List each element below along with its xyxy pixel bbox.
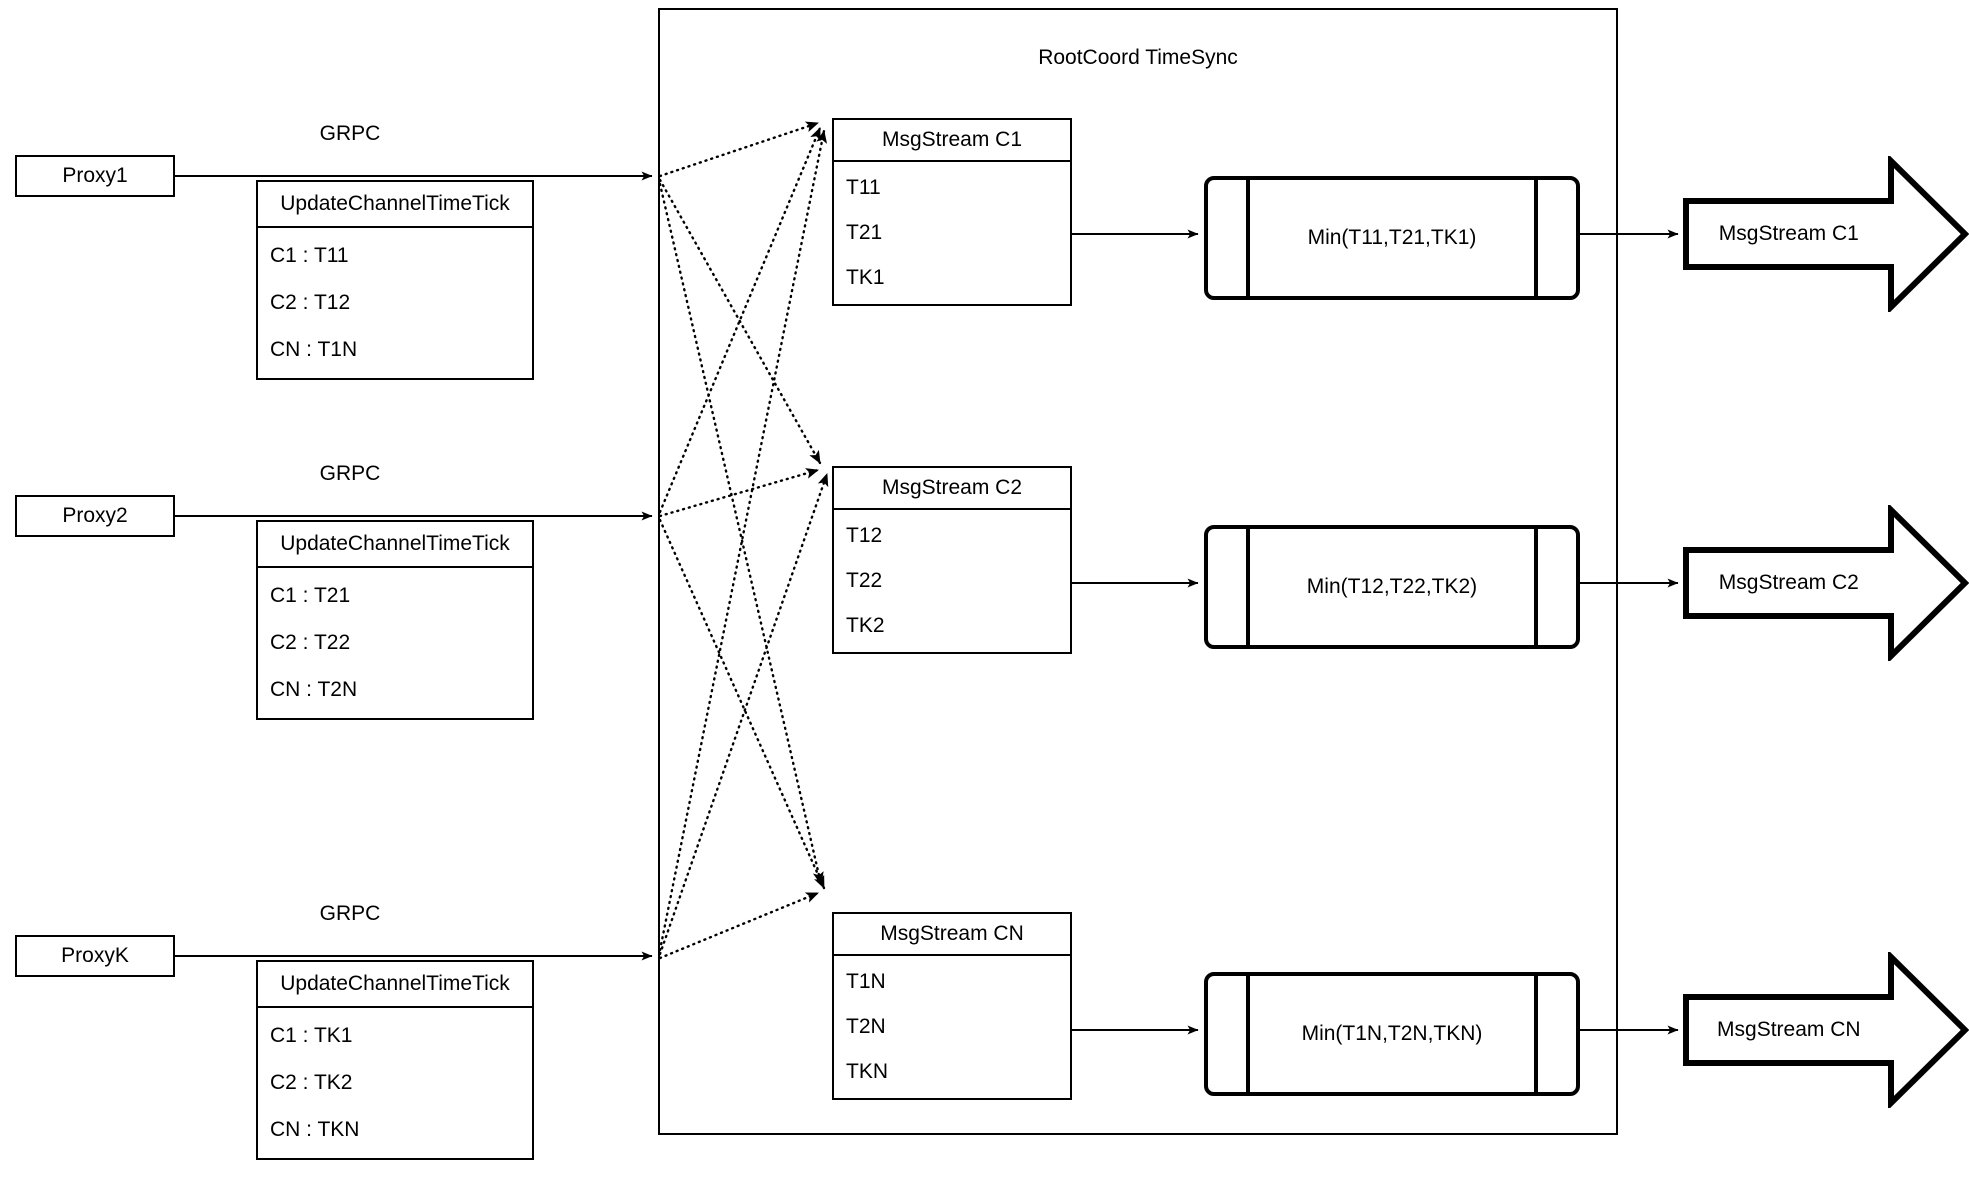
grpc-label-2: GRPC — [319, 902, 381, 925]
request-row: C2 : TK2 — [270, 1070, 353, 1094]
msgstream-row: T1N — [846, 970, 886, 994]
request-title: UpdateChannelTimeTick — [258, 522, 532, 568]
msgstream-buffer-2: MsgStream CN T1N T2N TKN — [832, 912, 1072, 1100]
msgstream-row: TK1 — [846, 265, 885, 289]
request-rows: C1 : TK1 C2 : TK2 CN : TKN — [258, 1008, 532, 1158]
msgstream-row: TKN — [846, 1059, 888, 1083]
min-process-2: Min(T1N,T2N,TKN) — [1204, 972, 1580, 1096]
request-row: CN : T2N — [270, 678, 358, 702]
proxy-label: Proxy1 — [62, 164, 128, 187]
update-channel-timetick-0: UpdateChannelTimeTick C1 : T11 C2 : T12 … — [256, 180, 534, 380]
msgstream-row: T2N — [846, 1014, 886, 1038]
output-label: MsgStream C2 — [1718, 571, 1859, 594]
request-rows: C1 : T11 C2 : T12 CN : T1N — [258, 228, 532, 378]
proxy-box-0[interactable]: Proxy1 — [15, 155, 175, 197]
proxy-box-1[interactable]: Proxy2 — [15, 495, 175, 537]
msgstream-rows: T12 T22 TK2 — [834, 510, 1070, 652]
msgstream-title: MsgStream C2 — [834, 468, 1070, 510]
output-label: MsgStream CN — [1717, 1018, 1861, 1041]
diagram-title: RootCoord TimeSync — [1038, 46, 1238, 69]
output-block-arrow-0: MsgStream C1 — [1683, 156, 1969, 312]
output-block-arrow-2: MsgStream CN — [1683, 952, 1969, 1108]
msgstream-rows: T1N T2N TKN — [834, 956, 1070, 1098]
update-channel-timetick-1: UpdateChannelTimeTick C1 : T21 C2 : T22 … — [256, 520, 534, 720]
msgstream-title: MsgStream C1 — [834, 120, 1070, 162]
output-label: MsgStream C1 — [1718, 222, 1859, 245]
rootcoord-timesync-container — [658, 8, 1618, 1135]
msgstream-row: T11 — [846, 176, 881, 200]
update-channel-timetick-2: UpdateChannelTimeTick C1 : TK1 C2 : TK2 … — [256, 960, 534, 1160]
msgstream-rows: T11 T21 TK1 — [834, 162, 1070, 304]
msgstream-row: T12 — [846, 524, 883, 548]
msgstream-row: T22 — [846, 568, 883, 592]
msgstream-row: T21 — [846, 220, 883, 244]
request-row: CN : TKN — [270, 1118, 360, 1142]
min-process-0: Min(T11,T21,TK1) — [1204, 176, 1580, 300]
msgstream-row: TK2 — [846, 613, 885, 637]
request-title: UpdateChannelTimeTick — [258, 182, 532, 228]
min-process-label: Min(T11,T21,TK1) — [1301, 226, 1483, 250]
request-row: C1 : T11 — [270, 243, 349, 267]
min-process-label: Min(T1N,T2N,TKN) — [1295, 1022, 1489, 1046]
output-block-arrow-1: MsgStream C2 — [1683, 505, 1969, 661]
grpc-label-1: GRPC — [319, 462, 381, 485]
request-row: CN : T1N — [270, 338, 358, 362]
min-process-label: Min(T12,T22,TK2) — [1300, 575, 1484, 599]
request-row: C1 : TK1 — [270, 1023, 353, 1047]
request-row: C2 : T22 — [270, 630, 351, 654]
msgstream-buffer-1: MsgStream C2 T12 T22 TK2 — [832, 466, 1072, 654]
proxy-label: ProxyK — [61, 944, 129, 967]
request-rows: C1 : T21 C2 : T22 CN : T2N — [258, 568, 532, 718]
msgstream-buffer-0: MsgStream C1 T11 T21 TK1 — [832, 118, 1072, 306]
min-process-1: Min(T12,T22,TK2) — [1204, 525, 1580, 649]
grpc-label-0: GRPC — [319, 122, 381, 145]
request-row: C1 : T21 — [270, 583, 351, 607]
msgstream-title: MsgStream CN — [834, 914, 1070, 956]
proxy-label: Proxy2 — [62, 504, 128, 527]
proxy-box-2[interactable]: ProxyK — [15, 935, 175, 977]
request-row: C2 : T12 — [270, 290, 351, 314]
request-title: UpdateChannelTimeTick — [258, 962, 532, 1008]
